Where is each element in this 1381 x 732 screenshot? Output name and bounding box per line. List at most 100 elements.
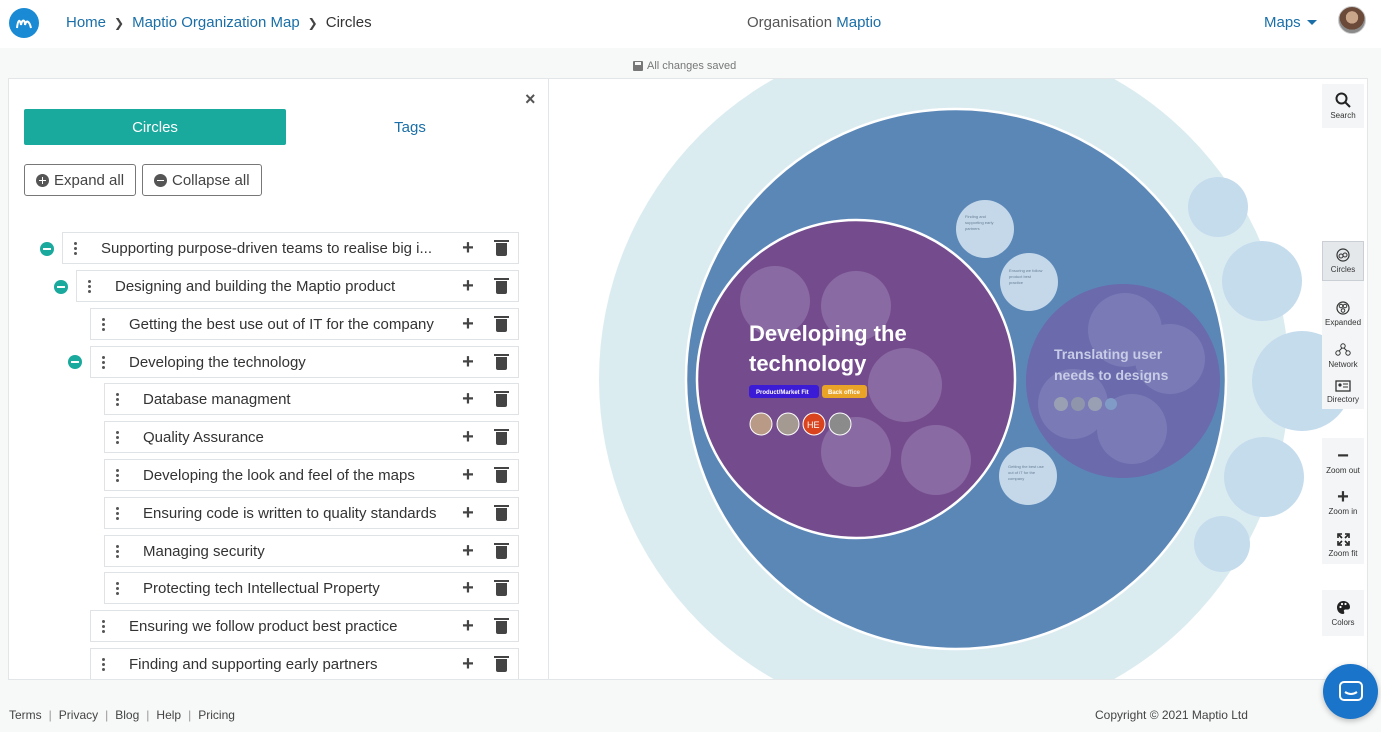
tag-label: Product/Market Fit xyxy=(756,390,809,396)
main-circle[interactable] xyxy=(695,218,1017,540)
chat-bubble-icon[interactable] xyxy=(1323,664,1378,719)
footer-link-help[interactable]: Help xyxy=(156,708,182,722)
tree-row[interactable]: Getting the best use out of IT for the c… xyxy=(90,308,519,340)
collapse-all-button[interactable]: Collapse all xyxy=(142,164,262,196)
tree-row[interactable]: Ensuring code is written to quality stan… xyxy=(104,497,519,529)
tree-row[interactable]: Finding and supporting early partners + xyxy=(90,648,519,679)
drag-handle-icon[interactable] xyxy=(91,619,115,633)
drag-handle-icon[interactable] xyxy=(105,468,129,482)
collapse-toggle-icon[interactable] xyxy=(54,280,68,294)
tree-row-label: Protecting tech Intellectual Property xyxy=(143,579,380,597)
delete-trash-icon[interactable] xyxy=(484,467,518,483)
inner-circle[interactable] xyxy=(1135,324,1205,394)
search-tool[interactable]: Search xyxy=(1322,84,1364,128)
delete-trash-icon[interactable] xyxy=(484,618,518,634)
drag-handle-icon[interactable] xyxy=(105,581,129,595)
tree-row[interactable]: Designing and building the Maptio produc… xyxy=(76,270,519,302)
delete-trash-icon[interactable] xyxy=(484,505,518,521)
directory-view-tool[interactable]: Directory xyxy=(1322,375,1364,409)
tree-row[interactable]: Database managment + xyxy=(104,383,519,415)
tree-row[interactable]: Quality Assurance + xyxy=(104,421,519,453)
drag-handle-icon[interactable] xyxy=(91,657,115,671)
circle-map[interactable]: Translating user needs to designs Findin… xyxy=(549,79,1368,680)
add-child-icon[interactable]: + xyxy=(462,236,474,259)
drag-handle-icon[interactable] xyxy=(63,241,87,255)
zoom-fit-tool[interactable]: Zoom fit xyxy=(1322,527,1364,563)
add-child-icon[interactable]: + xyxy=(462,652,474,675)
network-tool-label: Network xyxy=(1328,360,1358,369)
inner-circle[interactable] xyxy=(1097,394,1167,464)
drag-handle-icon[interactable] xyxy=(105,544,129,558)
footer-link-pricing[interactable]: Pricing xyxy=(198,708,235,722)
add-child-icon[interactable]: + xyxy=(462,350,474,373)
breadcrumb-home[interactable]: Home xyxy=(66,14,107,31)
user-avatar[interactable] xyxy=(1338,6,1366,34)
add-child-icon[interactable]: + xyxy=(462,387,474,410)
collapse-toggle-icon[interactable] xyxy=(68,355,82,369)
tree-row[interactable]: Protecting tech Intellectual Property + xyxy=(104,572,519,604)
footer-link-privacy[interactable]: Privacy xyxy=(58,708,99,722)
inner-circle[interactable] xyxy=(821,271,891,341)
sibling-circle[interactable] xyxy=(1222,241,1302,321)
add-child-icon[interactable]: + xyxy=(462,614,474,637)
add-child-icon[interactable]: + xyxy=(462,274,474,297)
footer-link-terms[interactable]: Terms xyxy=(9,708,42,722)
expanded-view-tool[interactable]: Expanded xyxy=(1322,294,1364,334)
inner-circle[interactable] xyxy=(901,425,971,495)
delete-trash-icon[interactable] xyxy=(484,543,518,559)
tree-row[interactable]: Developing the look and feel of the maps… xyxy=(104,459,519,491)
inner-circle[interactable] xyxy=(868,348,942,422)
avatar-initials: HE xyxy=(807,420,820,430)
add-child-icon[interactable]: + xyxy=(462,312,474,335)
colors-tool[interactable]: Colors xyxy=(1322,590,1364,636)
zoom-in-tool[interactable]: + Zoom in xyxy=(1322,485,1364,521)
delete-trash-icon[interactable] xyxy=(484,354,518,370)
sibling-circle[interactable] xyxy=(1188,177,1248,237)
drag-handle-icon[interactable] xyxy=(91,355,115,369)
maptio-logo-icon[interactable] xyxy=(9,8,39,38)
tree-row[interactable]: Supporting purpose-driven teams to reali… xyxy=(62,232,519,264)
add-child-icon[interactable]: + xyxy=(462,576,474,599)
delete-trash-icon[interactable] xyxy=(484,240,518,256)
tiny-circle[interactable] xyxy=(956,200,1014,258)
expand-all-button[interactable]: Expand all xyxy=(24,164,137,196)
tag-back-office[interactable] xyxy=(822,385,867,398)
main-circle-avatars[interactable]: HE xyxy=(749,412,852,436)
organisation-name[interactable]: Maptio xyxy=(836,14,882,31)
drag-handle-icon[interactable] xyxy=(91,317,115,331)
breadcrumb-map[interactable]: Maptio Organization Map xyxy=(132,14,300,31)
close-panel-icon[interactable]: × xyxy=(525,89,536,109)
map-canvas[interactable]: Translating user needs to designs Findin… xyxy=(549,78,1368,680)
sibling-circle[interactable] xyxy=(1194,516,1250,572)
maps-dropdown[interactable]: Maps xyxy=(1264,14,1317,31)
tab-circles[interactable]: Circles xyxy=(24,109,286,145)
add-child-icon[interactable]: + xyxy=(462,463,474,486)
tag-product-market-fit[interactable] xyxy=(749,385,819,398)
inner-circle[interactable] xyxy=(740,266,810,336)
delete-trash-icon[interactable] xyxy=(484,429,518,445)
drag-handle-icon[interactable] xyxy=(105,506,129,520)
collapse-toggle-icon[interactable] xyxy=(40,242,54,256)
tiny-circle[interactable] xyxy=(999,447,1057,505)
footer-link-blog[interactable]: Blog xyxy=(115,708,140,722)
add-child-icon[interactable]: + xyxy=(462,501,474,524)
delete-trash-icon[interactable] xyxy=(484,278,518,294)
drag-handle-icon[interactable] xyxy=(105,392,129,406)
add-child-icon[interactable]: + xyxy=(462,539,474,562)
delete-trash-icon[interactable] xyxy=(484,391,518,407)
drag-handle-icon[interactable] xyxy=(77,279,101,293)
sibling-circle[interactable] xyxy=(1224,437,1304,517)
tree-row[interactable]: Managing security + xyxy=(104,535,519,567)
add-child-icon[interactable]: + xyxy=(462,425,474,448)
tree-row[interactable]: Ensuring we follow product best practice… xyxy=(90,610,519,642)
delete-trash-icon[interactable] xyxy=(484,316,518,332)
circles-view-tool[interactable]: Circles xyxy=(1322,241,1364,281)
zoom-out-tool[interactable]: − Zoom out xyxy=(1322,444,1364,480)
tree-row[interactable]: Developing the technology + xyxy=(90,346,519,378)
drag-handle-icon[interactable] xyxy=(105,430,129,444)
delete-trash-icon[interactable] xyxy=(484,656,518,672)
delete-trash-icon[interactable] xyxy=(484,580,518,596)
network-view-tool[interactable]: Network xyxy=(1322,336,1364,376)
tiny-circle[interactable] xyxy=(1000,253,1058,311)
tab-tags[interactable]: Tags xyxy=(394,118,426,136)
